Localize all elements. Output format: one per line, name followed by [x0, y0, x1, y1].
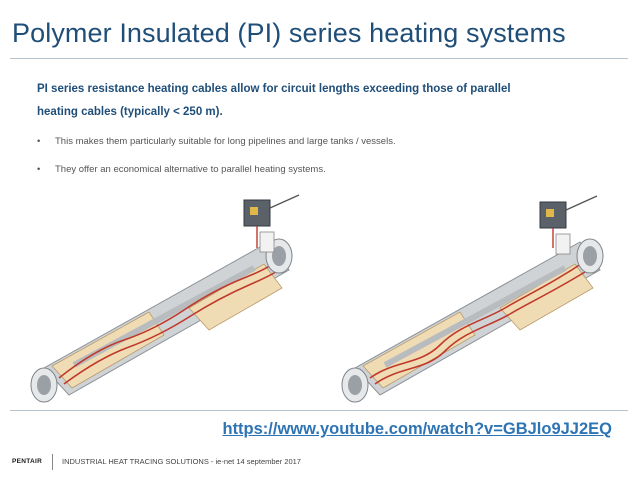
- bottom-divider: [10, 410, 628, 411]
- lead-paragraph: PI series resistance heating cables allo…: [37, 78, 537, 124]
- bullet-list: This makes them particularly suitable fo…: [37, 134, 597, 190]
- pipe-body: [354, 241, 601, 396]
- heating-cable: [369, 259, 594, 385]
- heating-cable: [58, 259, 283, 385]
- slide-footer: PENTAIR INDUSTRIAL HEAT TRACING SOLUTION…: [0, 452, 638, 472]
- slide-title: Polymer Insulated (PI) series heating sy…: [12, 18, 566, 48]
- lead-line-1: PI series resistance heating cables allo…: [37, 83, 511, 95]
- lead-line-2: heating cables (typically < 250 m).: [37, 106, 223, 118]
- youtube-video-link[interactable]: https://www.youtube.com/watch?v=GBJlo9JJ…: [222, 420, 612, 438]
- pentair-logo: PENTAIR: [12, 458, 43, 465]
- heat-traced-pipe-illustration: [341, 195, 604, 403]
- junction-box: [539, 195, 598, 255]
- heat-traced-pipe-illustration: [30, 194, 300, 403]
- footer-separator: [52, 454, 53, 470]
- title-divider: [10, 58, 628, 59]
- pipe-end-left: [341, 367, 369, 403]
- bullet-item: This makes them particularly suitable fo…: [37, 134, 597, 162]
- junction-box: [243, 194, 300, 253]
- bullet-item: They offer an economical alternative to …: [37, 162, 597, 190]
- footer-caption: INDUSTRIAL HEAT TRACING SOLUTIONS - ie-n…: [62, 457, 301, 466]
- pipe-end-right: [576, 238, 604, 274]
- pipe-end-left: [30, 367, 58, 403]
